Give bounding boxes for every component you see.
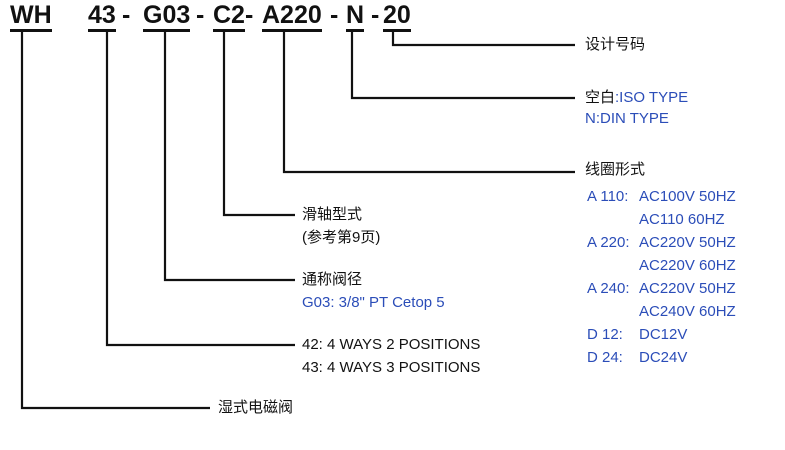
callout-spool-type: 滑轴型式 bbox=[302, 206, 363, 223]
connector-type-iso: :ISO TYPE bbox=[615, 89, 689, 106]
coil-entry: AC220V 60HZ bbox=[587, 254, 736, 277]
callout-ways-positions-42: 42: 4 WAYS 2 POSITIONS bbox=[302, 336, 481, 353]
leader-43 bbox=[105, 30, 295, 347]
code-separator-dash: - bbox=[122, 1, 131, 29]
code-segment-20: 20 bbox=[383, 2, 411, 32]
callout-valve-size-value: G03: 3/8" PT Cetop 5 bbox=[302, 294, 445, 311]
coil-entry-value: AC110 60HZ bbox=[639, 211, 725, 228]
coil-entry-value: AC220V 50HZ bbox=[639, 280, 736, 297]
code-separator-dash: - bbox=[371, 1, 380, 29]
coil-entry-prefix: A 220: bbox=[587, 234, 630, 251]
code-separator-dash: - bbox=[330, 1, 339, 29]
leader-wh bbox=[20, 30, 210, 410]
coil-entry: A 110: AC100V 50HZ bbox=[587, 185, 736, 208]
coil-entry: AC240V 60HZ bbox=[587, 300, 736, 323]
code-segment-a220: A220 bbox=[262, 2, 322, 32]
callout-spool-type-ref: (参考第9页) bbox=[302, 229, 381, 246]
leader-n bbox=[350, 30, 575, 100]
callout-design-number: 设计号码 bbox=[585, 36, 646, 53]
coil-entry-value: AC220V 60HZ bbox=[639, 257, 736, 274]
coil-entry: D 24: DC24V bbox=[587, 346, 687, 369]
code-segment-43: 43 bbox=[88, 2, 116, 32]
code-segment-c2: C2 bbox=[213, 2, 245, 32]
leader-20 bbox=[391, 30, 575, 47]
connector-type-label: 空白 bbox=[585, 89, 616, 106]
callout-connector-type: 空白:ISO TYPE bbox=[585, 88, 688, 107]
code-segment-n: N bbox=[346, 2, 365, 32]
coil-entry-value: DC24V bbox=[639, 349, 688, 366]
coil-entry-prefix: D 24: bbox=[587, 349, 623, 366]
callout-coil-type: 线圈形式 bbox=[585, 161, 646, 178]
code-separator-dash: - bbox=[196, 1, 205, 29]
coil-entry: A 220: AC220V 50HZ bbox=[587, 231, 736, 254]
code-separator-dash: - bbox=[245, 1, 254, 29]
callout-valve-family: 湿式电磁阀 bbox=[218, 399, 294, 416]
coil-entry: D 12: DC12V bbox=[587, 323, 687, 346]
coil-entry: A 240: AC220V 50HZ bbox=[587, 277, 736, 300]
coil-entry-prefix: A 110: bbox=[587, 188, 629, 205]
coil-entry-prefix: A 240: bbox=[587, 280, 630, 297]
coil-entry-value: AC220V 50HZ bbox=[639, 234, 736, 251]
callout-connector-type-din: N:DIN TYPE bbox=[585, 110, 669, 127]
leader-g03 bbox=[163, 30, 295, 282]
leader-a220 bbox=[282, 30, 575, 174]
coil-entry: AC110 60HZ bbox=[587, 208, 725, 231]
coil-entry-value: AC240V 60HZ bbox=[639, 303, 736, 320]
leader-c2 bbox=[222, 30, 295, 217]
callout-valve-size: 通称阀径 bbox=[302, 271, 363, 288]
coil-entry-value: AC100V 50HZ bbox=[639, 188, 736, 205]
coil-entry-value: DC12V bbox=[639, 326, 688, 343]
code-segment-g03: G03 bbox=[143, 2, 191, 32]
code-segment-wh: WH bbox=[10, 2, 52, 32]
callout-ways-positions-43: 43: 4 WAYS 3 POSITIONS bbox=[302, 359, 481, 376]
coil-entry-prefix: D 12: bbox=[587, 326, 623, 343]
